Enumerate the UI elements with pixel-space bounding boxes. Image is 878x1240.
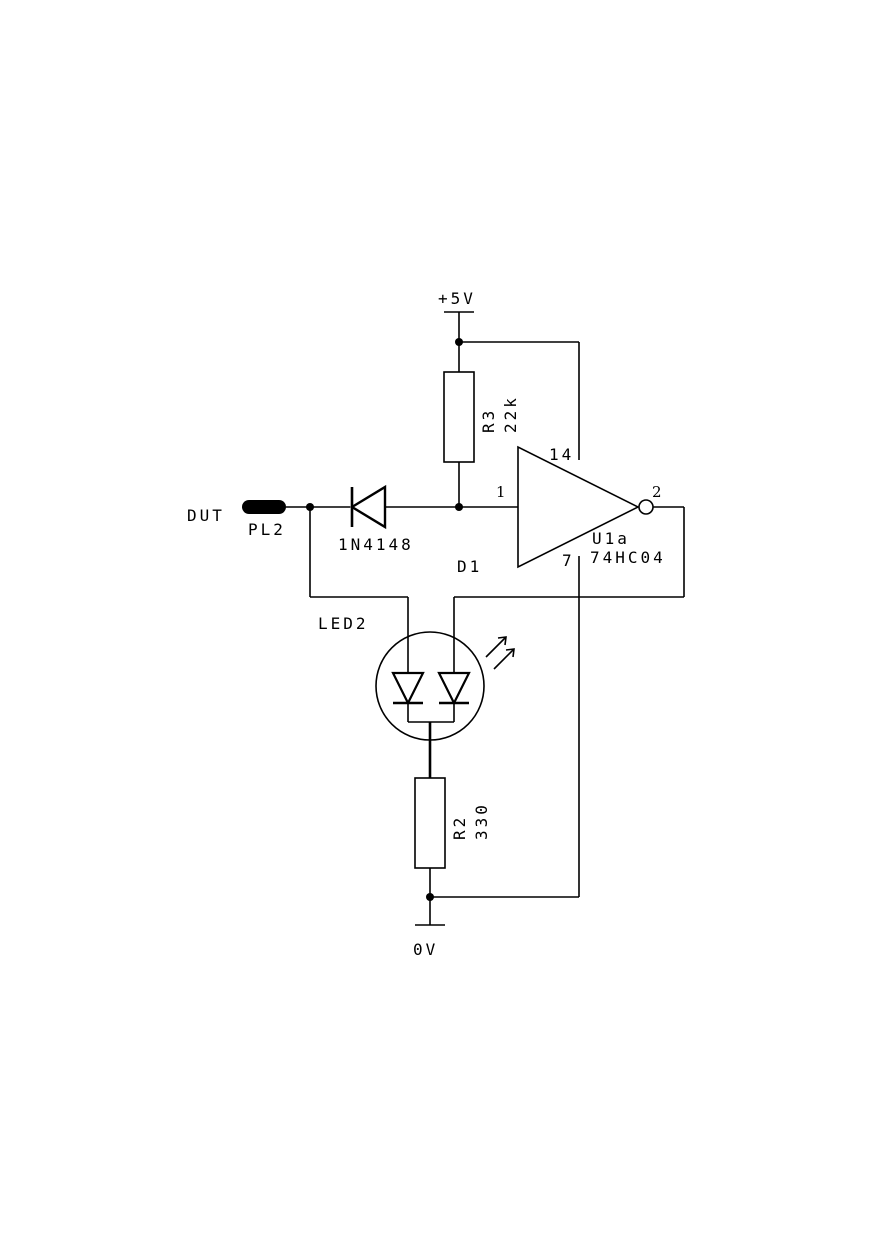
ground-label: 0V <box>413 940 438 959</box>
r2-resistor-body <box>414 777 446 869</box>
light-emission-icon <box>485 636 515 670</box>
junction-supply <box>455 338 463 346</box>
r2-designator: R2 <box>450 815 469 840</box>
d1-designator: D1 <box>457 557 482 576</box>
pin-vcc-number: 14 <box>549 445 574 464</box>
inverter-symbol <box>517 445 640 569</box>
r3-resistor-body <box>443 371 475 463</box>
u1a-designator: U1a <box>592 529 630 548</box>
dut-label: DUT <box>187 506 225 525</box>
led2-diode-left <box>391 671 425 706</box>
pin-output-number: 2 <box>652 483 662 501</box>
led2-designator: LED2 <box>318 614 369 633</box>
supply-label: +5V <box>438 289 476 308</box>
r2-value: 330 <box>472 802 491 840</box>
pl2-connector <box>242 500 286 514</box>
pin-gnd-number: 7 <box>562 551 575 570</box>
u1a-part: 74HC04 <box>590 548 666 567</box>
inverter-output-bubble <box>638 499 654 515</box>
r3-designator: R3 <box>479 408 498 433</box>
r3-value: 22k <box>501 395 520 433</box>
led2-diode-right <box>437 671 471 706</box>
d1-diode-symbol <box>349 484 387 530</box>
d1-value: 1N4148 <box>338 535 414 554</box>
pl2-designator: PL2 <box>248 520 286 539</box>
pin-input-number: 1 <box>496 483 506 501</box>
junction-node <box>455 503 463 511</box>
junction-ground <box>426 893 434 901</box>
